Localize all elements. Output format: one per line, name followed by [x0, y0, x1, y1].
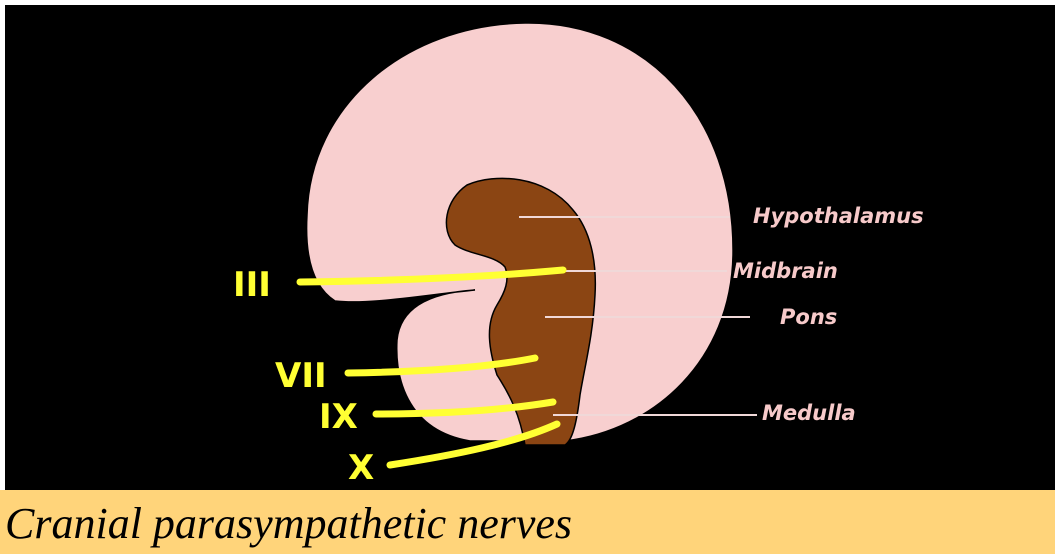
caption-bar: Cranial parasympathetic nerves [0, 490, 1055, 554]
nerve-label-VII: VII [275, 356, 327, 396]
brain-diagram: III VII IX X Hypothalamus Midbrain Pons … [5, 5, 1055, 490]
caption-text: Cranial parasympathetic nerves [5, 498, 572, 550]
region-label-pons: Pons [780, 305, 837, 329]
region-label-medulla: Medulla [762, 401, 856, 425]
region-label-midbrain: Midbrain [733, 259, 838, 283]
nerve-label-X: X [348, 448, 374, 488]
nerve-label-IX: IX [319, 397, 358, 437]
region-label-hypothalamus: Hypothalamus [753, 204, 924, 228]
brain-diagram-svg: III VII IX X Hypothalamus Midbrain Pons … [5, 5, 1055, 490]
nerve-label-III: III [233, 265, 271, 305]
